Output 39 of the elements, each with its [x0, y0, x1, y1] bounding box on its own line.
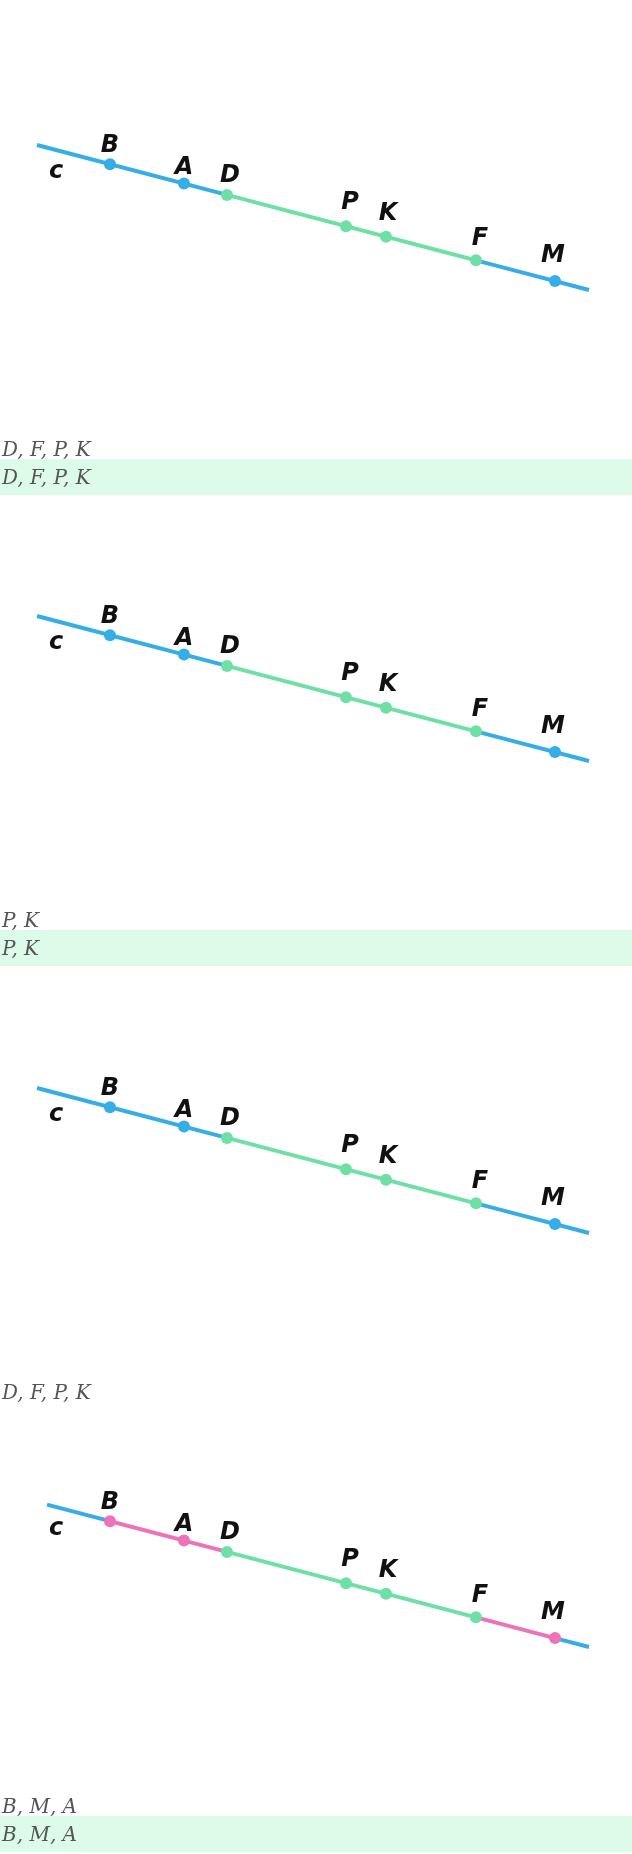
line-label: c — [48, 1515, 64, 1539]
point-label: D — [220, 1519, 240, 1543]
point-label: K — [378, 200, 398, 224]
point-label: D — [220, 633, 240, 657]
point-label: D — [220, 1105, 240, 1129]
point-label: A — [174, 1097, 194, 1121]
answer-text: D, F, P, K — [2, 437, 91, 461]
point-label: F — [471, 696, 489, 720]
answer-text: P, K — [2, 908, 40, 932]
point-label: F — [471, 1168, 489, 1192]
point-label: P — [341, 1546, 359, 1570]
line-label: c — [48, 1101, 64, 1125]
point-label: B — [100, 1489, 120, 1513]
line-label: c — [48, 629, 64, 653]
point-label: B — [100, 1075, 120, 1099]
point-label: P — [341, 1132, 359, 1156]
point-label: M — [541, 242, 565, 266]
point-label: A — [174, 625, 194, 649]
line-label: c — [48, 158, 64, 182]
point-label: F — [471, 1582, 489, 1606]
point-label: B — [100, 603, 120, 627]
point-label: D — [220, 162, 240, 186]
answer-text: D, F, P, K — [2, 1380, 91, 1404]
point-label: P — [341, 189, 359, 213]
point-label: A — [174, 1511, 194, 1535]
point-label: M — [541, 1185, 565, 1209]
point-label: K — [378, 1557, 398, 1581]
answer-text: P, K — [2, 936, 40, 960]
point-label: B — [100, 132, 120, 156]
answer-text: D, F, P, K — [2, 465, 91, 489]
point-label: M — [541, 1599, 565, 1623]
point-label: M — [541, 713, 565, 737]
point-label: P — [341, 660, 359, 684]
point-label: K — [378, 671, 398, 695]
point-label: F — [471, 225, 489, 249]
point-label: K — [378, 1143, 398, 1167]
point-label: A — [174, 154, 194, 178]
answer-text: B, M, A — [2, 1794, 78, 1818]
answer-text: B, M, A — [2, 1822, 78, 1846]
